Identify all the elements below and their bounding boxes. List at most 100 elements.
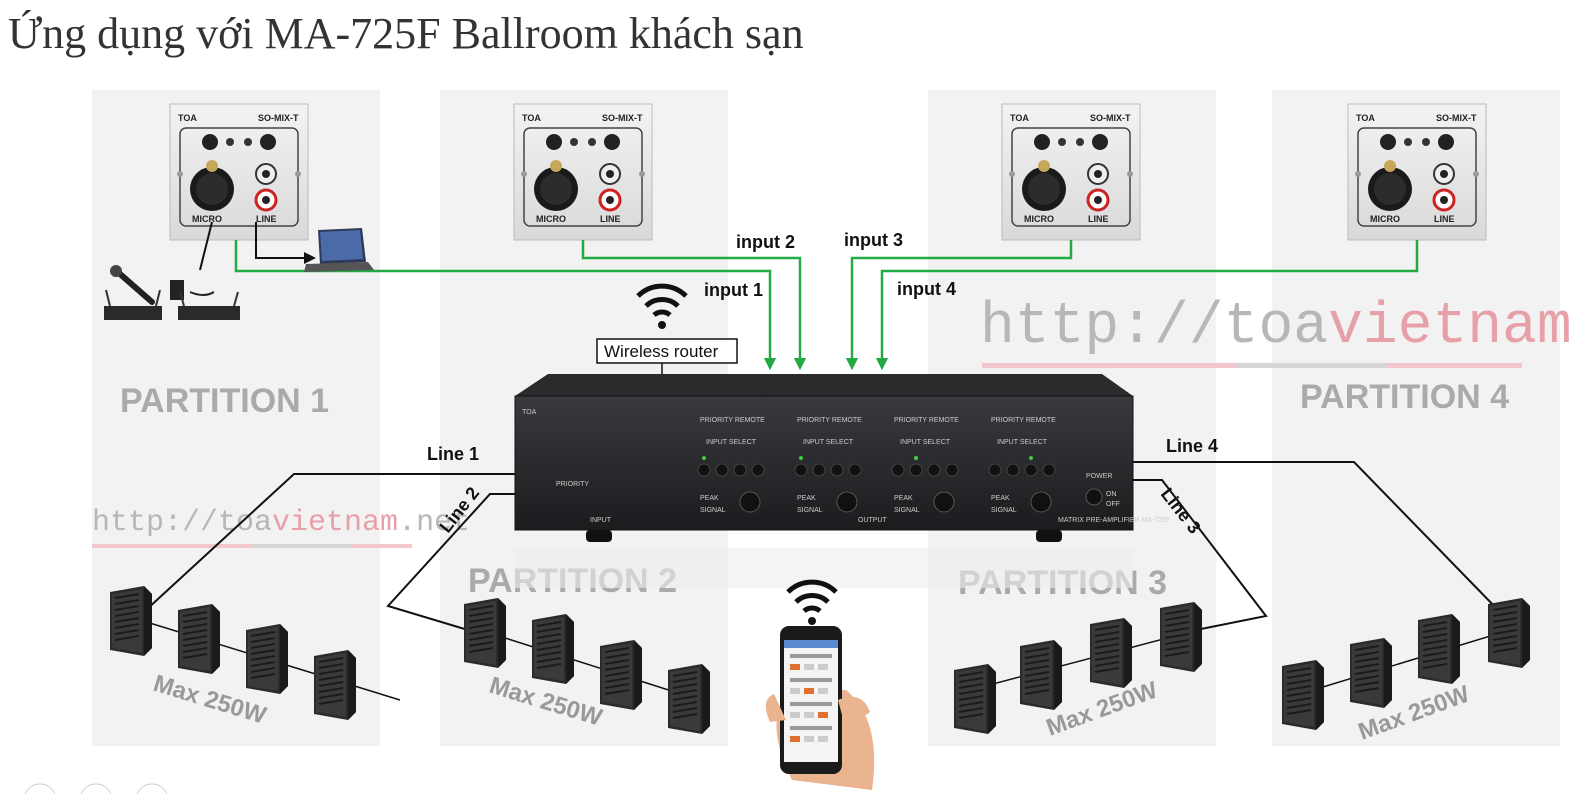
laptop-icon (304, 228, 374, 272)
router-box (596, 338, 738, 364)
signal-line-3 (845, 240, 1073, 371)
panel-2-brand: TOA (522, 113, 541, 123)
input-3-label: input 3 (844, 230, 903, 250)
speaker (177, 603, 221, 675)
phone-wifi-icon (788, 582, 836, 625)
wall-panel-1: TOA SO-MIX-T MICRO LINE (168, 102, 310, 242)
svg-text:PEAK: PEAK (700, 495, 719, 502)
amp-off-label: OFF (1106, 501, 1120, 508)
panel-1-micro: MICRO (192, 214, 222, 224)
mic-cable (199, 221, 213, 271)
speaker-line-4 (1133, 461, 1501, 613)
watermark-large: http://toavietnam.net (980, 295, 1575, 368)
speaker (245, 623, 289, 695)
speaker-lines (145, 461, 1501, 633)
smartphone-icon (765, 626, 875, 790)
panel-4-line: LINE (1434, 214, 1455, 224)
panel-2-line: LINE (600, 214, 621, 224)
svg-text:PEAK: PEAK (894, 495, 913, 502)
svg-text:PRIORITY REMOTE: PRIORITY REMOTE (894, 417, 959, 424)
watermark-large-prefix: http://toa (980, 295, 1328, 360)
amplifier: TOA PRIORITY INPUT OUTPUT POWER ON OFF M… (514, 374, 1170, 588)
partition-1-label: PARTITION 1 (120, 382, 329, 420)
microphone-icon (110, 265, 155, 305)
panel-4-micro: MICRO (1370, 214, 1400, 224)
partition-4-label: PARTITION 4 (1300, 378, 1509, 416)
amp-power-label: POWER (1086, 473, 1112, 480)
router-label: Wireless router (604, 342, 719, 361)
panel-2-model: SO-MIX-T (602, 113, 643, 123)
svg-text:SIGNAL: SIGNAL (797, 507, 823, 514)
speaker-line-2 (386, 493, 515, 631)
amp-zone-1: PRIORITY REMOTE INPUT SELECT PEAK SIGNAL (697, 417, 765, 514)
speaker-line-1 (145, 473, 515, 611)
speaker (463, 597, 507, 669)
svg-text:http://toavietnam.net: http://toavietnam.net (980, 295, 1575, 360)
svg-text:PEAK: PEAK (991, 495, 1010, 502)
input-1-label: input 1 (704, 280, 763, 300)
speaker-group-4 (1281, 597, 1531, 731)
speaker (1019, 639, 1063, 711)
speaker (109, 585, 153, 657)
line-1-label: Line 1 (427, 444, 479, 464)
wireless-receiver-icon (104, 289, 240, 320)
watermark-large-suffix: .net (1572, 295, 1575, 360)
watermark-small: http://toavietnam.net (92, 506, 470, 548)
svg-text:INPUT SELECT: INPUT SELECT (706, 439, 757, 446)
amp-model: MATRIX PRE-AMPLIFIER MA-725F (1058, 517, 1170, 524)
watermark-small-suffix: .net (398, 506, 470, 540)
panel-4-brand: TOA (1356, 113, 1375, 123)
svg-text:PEAK: PEAK (797, 495, 816, 502)
svg-text:INPUT SELECT: INPUT SELECT (900, 439, 951, 446)
amp-zone-2: PRIORITY REMOTE INPUT SELECT PEAK SIGNAL (794, 417, 862, 514)
amp-brand: TOA (522, 409, 537, 416)
speaker (531, 613, 575, 685)
speaker (313, 649, 357, 721)
amp-output-label: OUTPUT (858, 517, 888, 524)
panel-1-line: LINE (256, 214, 277, 224)
svg-text:INPUT SELECT: INPUT SELECT (803, 439, 854, 446)
svg-text:PRIORITY REMOTE: PRIORITY REMOTE (991, 417, 1056, 424)
panel-3-line: LINE (1088, 214, 1109, 224)
input-4-label: input 4 (897, 279, 956, 299)
amp-priority: PRIORITY (556, 481, 589, 488)
panel-1-model: SO-MIX-T (258, 113, 299, 123)
watermark-small-prefix: http://toa (92, 506, 272, 540)
signal-line-1 (234, 240, 777, 371)
panel-4-model: SO-MIX-T (1436, 113, 1477, 123)
svg-text:SIGNAL: SIGNAL (894, 507, 920, 514)
watermark-small-mid: vietnam (272, 506, 398, 540)
wall-panel-2: TOA SO-MIX-T MICRO LINE (512, 102, 654, 242)
wall-panel-4: TOA SO-MIX-T MICRO LINE (1346, 102, 1488, 242)
speaker (1159, 601, 1203, 673)
svg-text:PRIORITY REMOTE: PRIORITY REMOTE (700, 417, 765, 424)
page-title: Ứng dụng với MA-725F Ballroom khách sạn (8, 9, 804, 58)
svg-text:PRIORITY REMOTE: PRIORITY REMOTE (797, 417, 862, 424)
laptop-cable (255, 222, 316, 264)
panel-3-micro: MICRO (1024, 214, 1054, 224)
input-2-label: input 2 (736, 232, 795, 252)
signal-line-2 (581, 240, 807, 371)
speaker (1487, 597, 1531, 669)
power-button[interactable] (1085, 488, 1103, 506)
bottom-decoration (24, 783, 168, 794)
panel-2-micro: MICRO (536, 214, 566, 224)
speaker (1089, 617, 1133, 689)
panel-1-brand: TOA (178, 113, 197, 123)
speaker (1417, 613, 1461, 685)
speaker (1281, 659, 1325, 731)
signal-lines (234, 240, 1419, 371)
speaker (599, 639, 643, 711)
line-4-label: Line 4 (1166, 436, 1218, 456)
speaker (667, 663, 711, 735)
amp-on-label: ON (1106, 491, 1117, 498)
svg-text:SIGNAL: SIGNAL (700, 507, 726, 514)
svg-text:INPUT SELECT: INPUT SELECT (997, 439, 1048, 446)
panel-3-brand: TOA (1010, 113, 1029, 123)
speaker (953, 663, 997, 735)
amp-zone-3: PRIORITY REMOTE INPUT SELECT PEAK SIGNAL (891, 417, 959, 514)
speaker-group-3 (953, 601, 1203, 735)
svg-text:http://toavietnam.net: http://toavietnam.net (92, 506, 470, 540)
